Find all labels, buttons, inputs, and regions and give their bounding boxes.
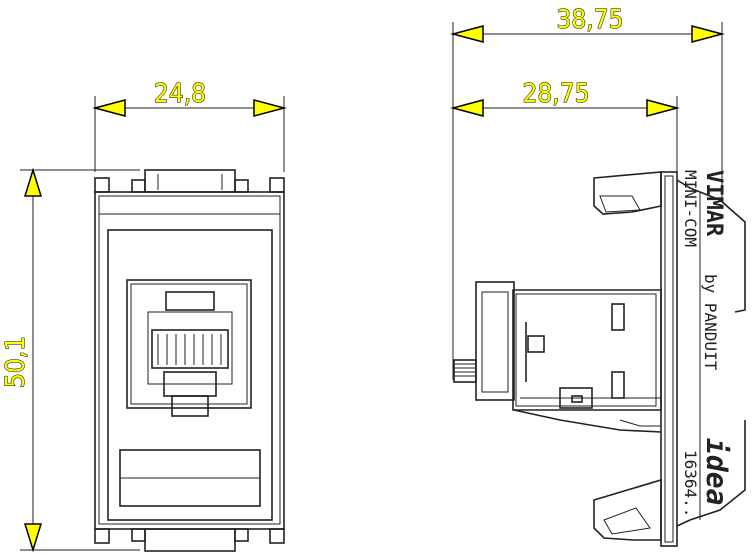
brand-marking: VIMAR: [701, 170, 726, 237]
side-view: VIMAR MINI-COM by PANDUIT idea 16364..: [452, 22, 746, 547]
dimension-height-label: 50,1: [1, 336, 31, 388]
line-logo: idea: [700, 438, 733, 505]
dimension-width: 24,8: [92, 79, 287, 117]
dimension-overall-depth-label: 38,75: [557, 5, 624, 35]
product-code: 16364..: [681, 450, 700, 517]
maker-marking: by PANDUIT: [701, 274, 720, 371]
front-view: [20, 96, 285, 552]
dimension-height: 50,1: [1, 167, 43, 553]
dimension-body-depth-label: 28,75: [523, 79, 590, 109]
dimension-overall-depth: 38,75: [450, 5, 725, 43]
dimension-body-depth: 28,75: [450, 79, 680, 117]
dimension-width-label: 24,8: [154, 79, 206, 109]
series-marking: MINI-COM: [681, 170, 700, 247]
